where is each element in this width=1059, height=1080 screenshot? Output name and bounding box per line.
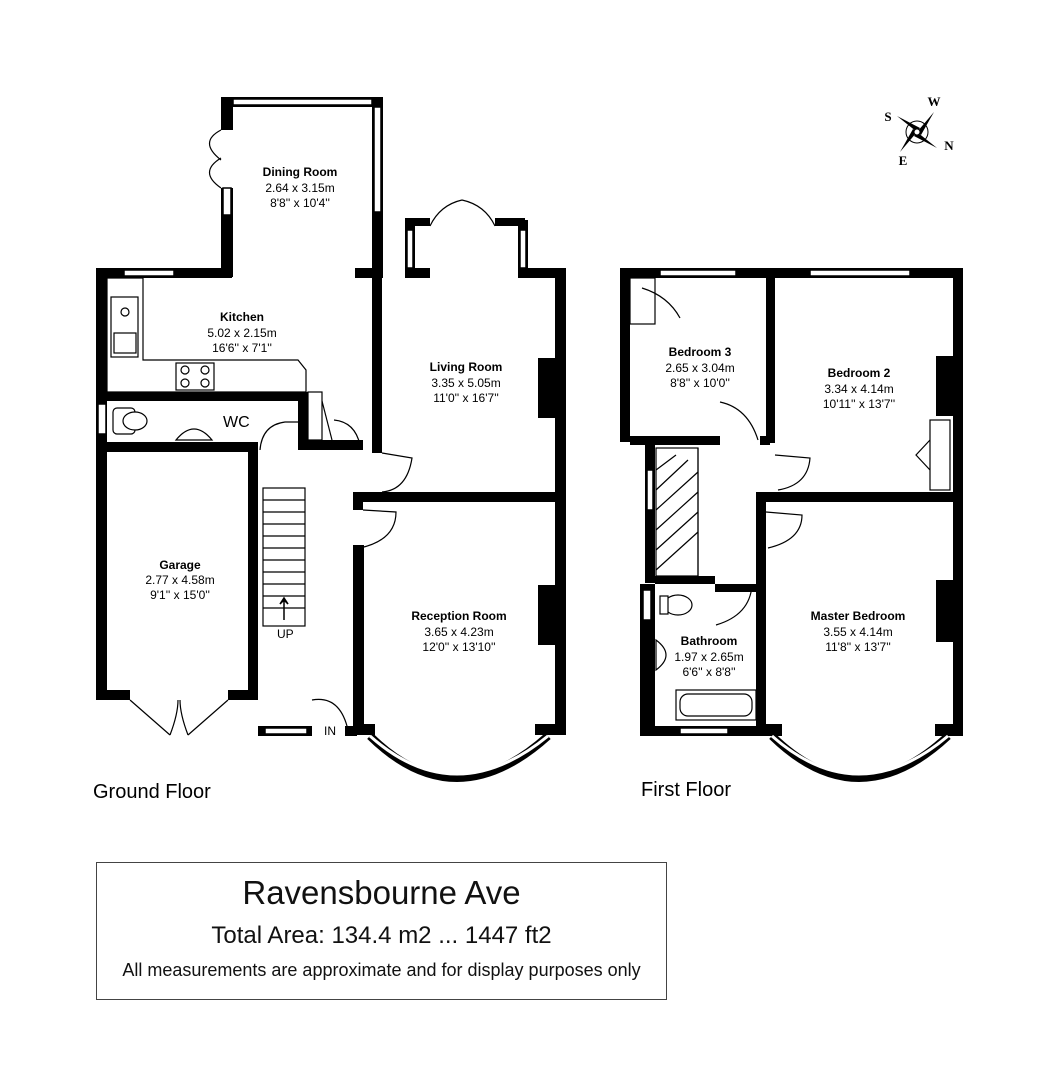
garage-metric: 2.77 x 4.58m <box>145 573 214 587</box>
compass-e: E <box>899 153 908 168</box>
living-room-name: Living Room <box>430 360 503 374</box>
property-title: Ravensbourne Ave <box>242 874 521 911</box>
compass-s: S <box>884 109 891 124</box>
bathroom-name: Bathroom <box>681 634 738 648</box>
bedroom-2-name: Bedroom 2 <box>828 366 891 380</box>
first-floor-label: First Floor <box>641 779 731 801</box>
first-floor-plan: Bedroom 3 2.65 x 3.04m 8'8'' x 10'0'' Be… <box>620 268 963 801</box>
master-bedroom-metric: 3.55 x 4.14m <box>823 625 892 639</box>
entrance-label: IN <box>324 724 336 738</box>
reception-room-metric: 3.65 x 4.23m <box>424 625 493 639</box>
bedroom-2-metric: 3.34 x 4.14m <box>824 382 893 396</box>
dining-room-imperial: 8'8'' x 10'4'' <box>270 196 330 210</box>
bedroom-3-imperial: 8'8'' x 10'0'' <box>670 376 730 390</box>
living-room-imperial: 11'0'' x 16'7'' <box>433 391 499 405</box>
stairs-up-label: UP <box>277 627 294 641</box>
kitchen-metric: 5.02 x 2.15m <box>207 326 276 340</box>
total-area: Total Area: 134.4 m2 ... 1447 ft2 <box>211 922 552 949</box>
bathroom-metric: 1.97 x 2.65m <box>674 650 743 664</box>
compass-n: N <box>944 138 954 153</box>
ground-floor-label: Ground Floor <box>93 781 211 803</box>
disclaimer-note: All measurements are approximate and for… <box>122 960 641 980</box>
master-bedroom-imperial: 11'8'' x 13'7'' <box>825 640 891 654</box>
garage-name: Garage <box>159 558 201 572</box>
bedroom-2-imperial: 10'11'' x 13'7'' <box>823 397 895 411</box>
bathroom-imperial: 6'6'' x 8'8'' <box>682 665 735 679</box>
bedroom-3-metric: 2.65 x 3.04m <box>665 361 734 375</box>
compass-w: W <box>928 94 941 109</box>
reception-room-name: Reception Room <box>411 609 506 623</box>
bedroom-3-name: Bedroom 3 <box>669 345 732 359</box>
living-room-metric: 3.35 x 5.05m <box>431 376 500 390</box>
garage-imperial: 9'1'' x 15'0'' <box>150 588 210 602</box>
dining-room-name: Dining Room <box>263 165 338 179</box>
master-bedroom-name: Master Bedroom <box>811 609 906 623</box>
ground-floor-plan: Dining Room 2.64 x 3.15m 8'8'' x 10'4'' … <box>93 97 566 803</box>
kitchen-imperial: 16'6'' x 7'1'' <box>212 341 272 355</box>
reception-room-imperial: 12'0'' x 13'10'' <box>422 640 495 654</box>
wc-label: WC <box>223 414 250 431</box>
property-info-box: Ravensbourne Ave Total Area: 134.4 m2 ..… <box>96 862 667 1000</box>
dining-room-metric: 2.64 x 3.15m <box>265 181 334 195</box>
compass-rose-icon: W S N E <box>884 94 954 168</box>
kitchen-name: Kitchen <box>220 310 264 324</box>
